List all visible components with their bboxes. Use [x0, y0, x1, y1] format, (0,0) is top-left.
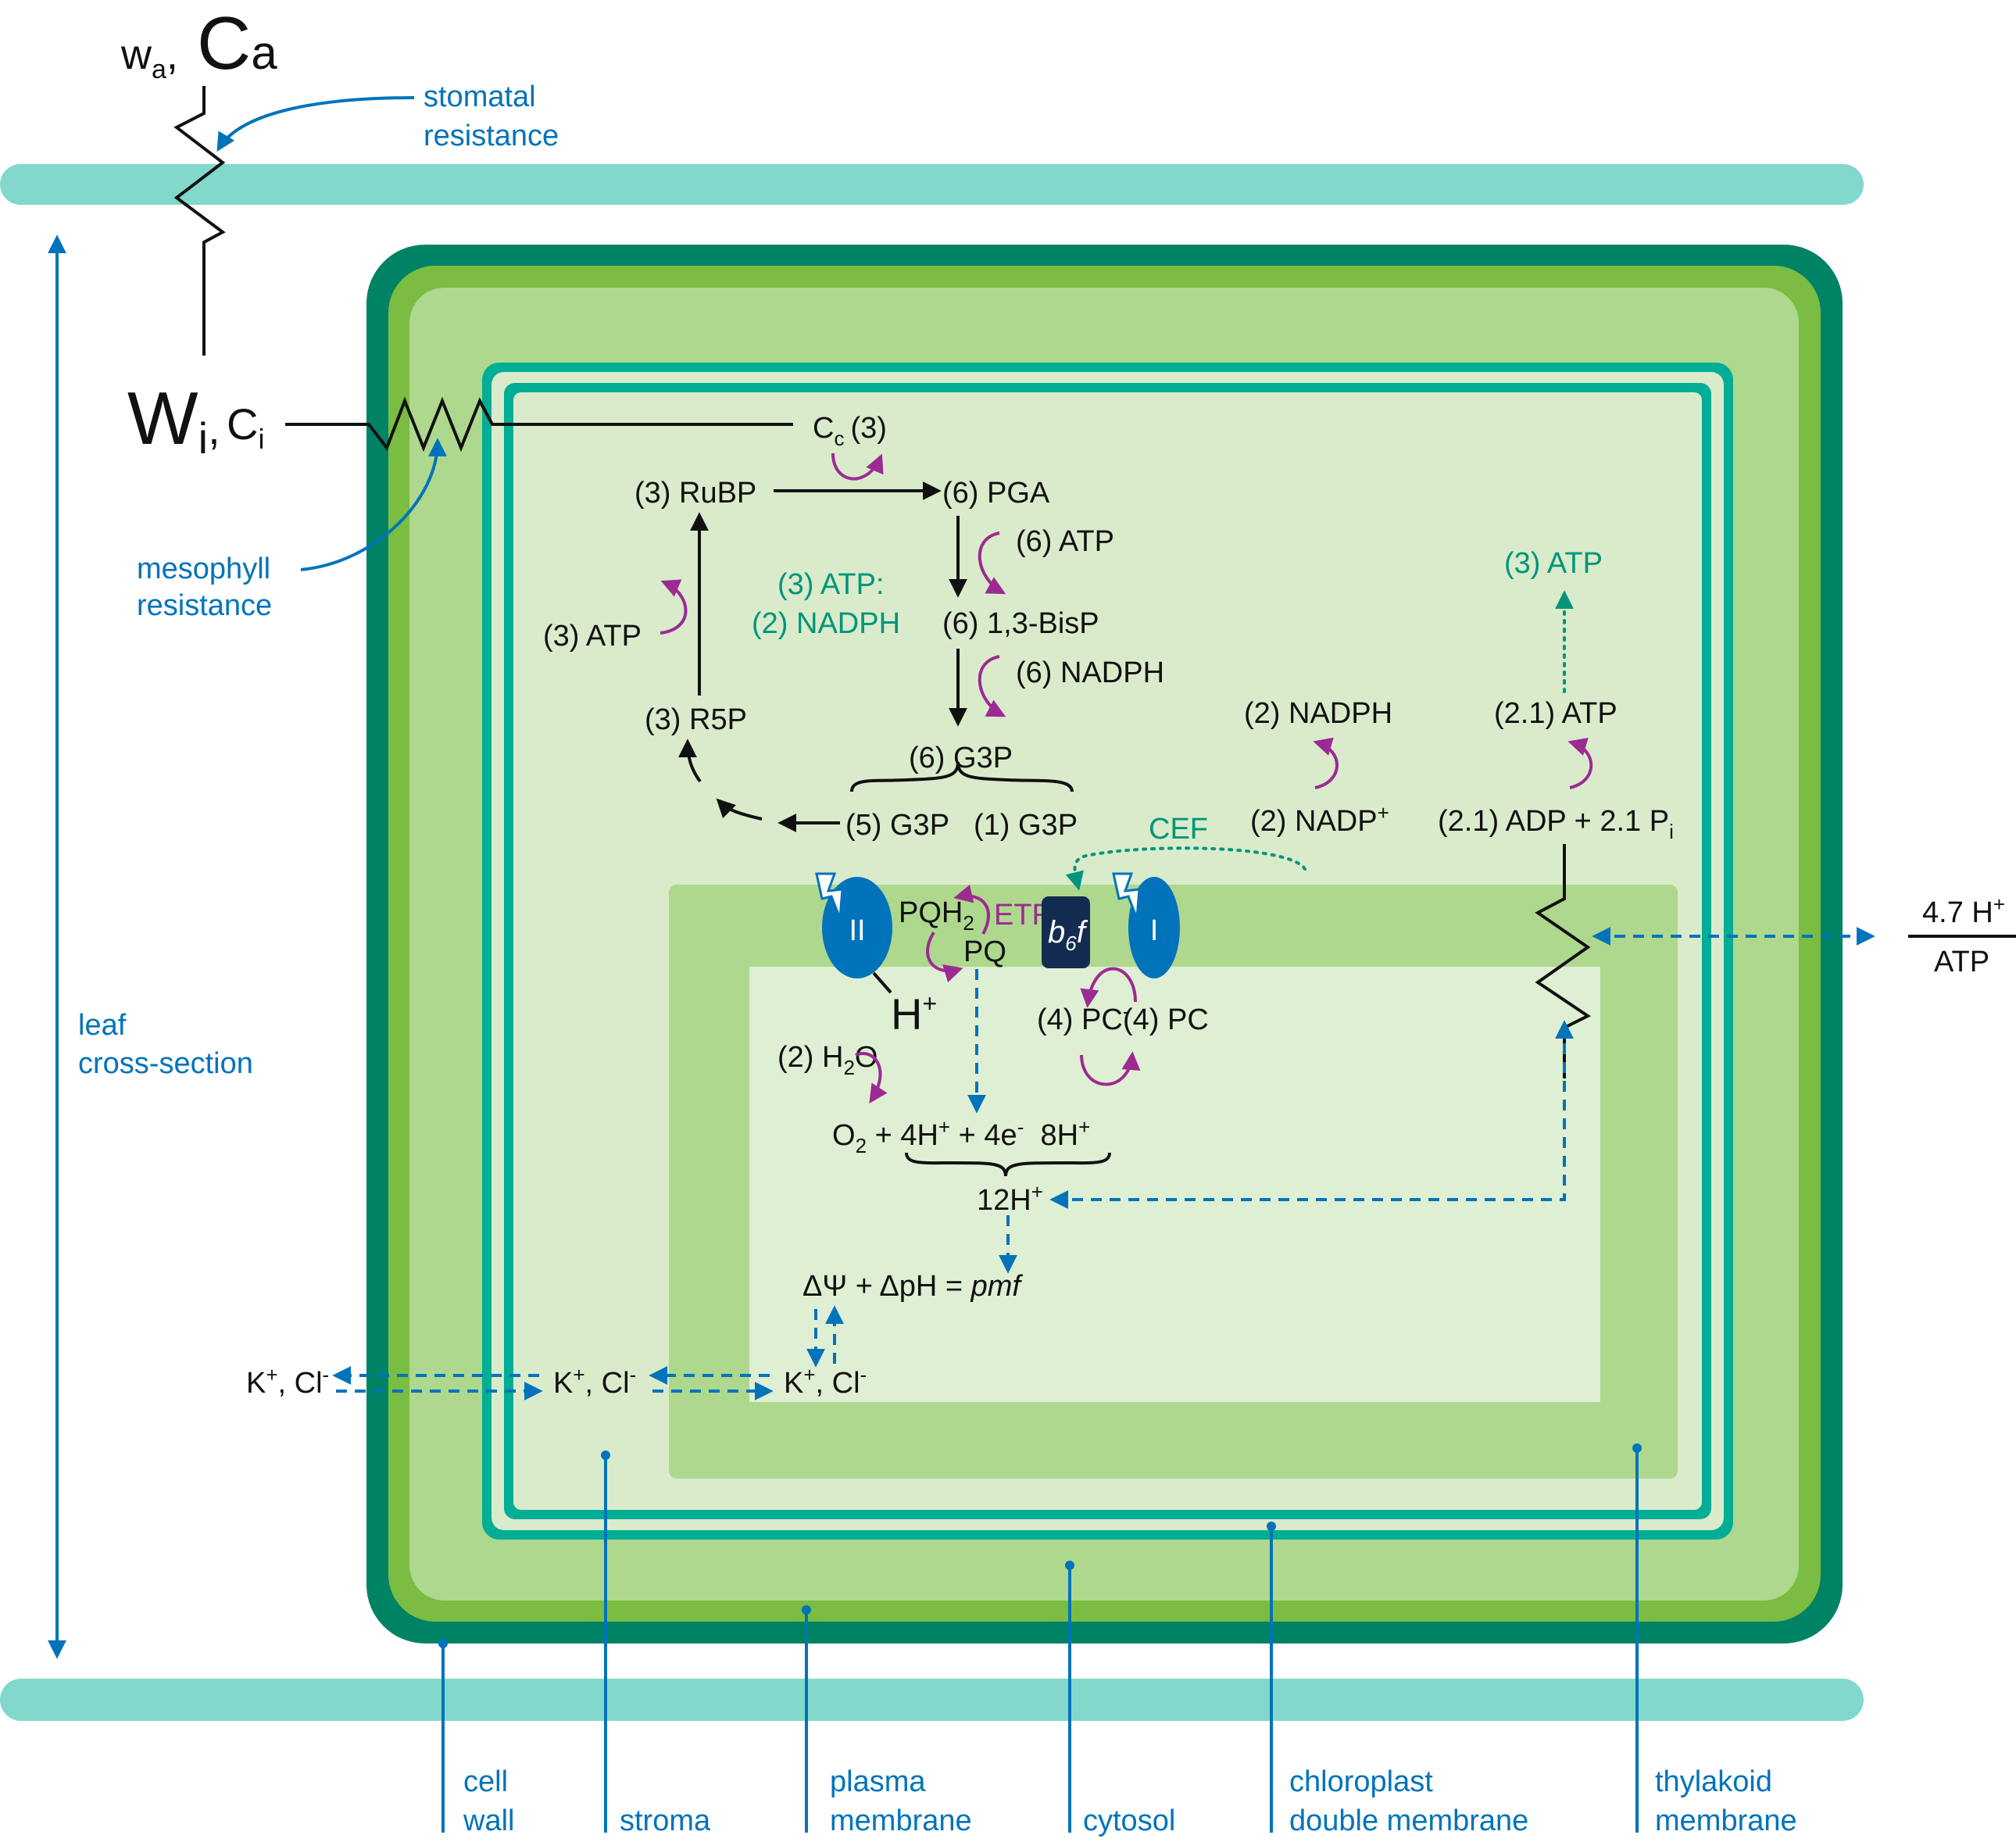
upper-leaf-surface — [0, 164, 1864, 205]
co2-fixation-arrow — [831, 452, 884, 481]
pq-label: PQ — [963, 935, 1006, 968]
ions-cytosol-label: K+, Cl- — [246, 1363, 329, 1400]
stomatal-resistance-arrow — [216, 96, 415, 152]
legend-dot-stroma — [601, 1450, 610, 1460]
atp-nadph-ratio-label: (3) ATP:(2) NADPH — [752, 568, 900, 640]
atp-6-consume-arrow — [978, 531, 1006, 595]
ratio-numerator: 4.7 H+ — [1922, 892, 2005, 929]
atp-3-consume-arrow — [659, 579, 688, 635]
cc-label: Cc(3) — [813, 412, 887, 450]
bisp-label: (6) 1,3-BisP — [942, 607, 1099, 640]
cef-label: CEF — [1149, 813, 1208, 846]
h2o-label: (2) H2O — [777, 1041, 878, 1079]
nadp-reduction-arrow — [1313, 737, 1339, 789]
nadph-2-label: (2) NADPH — [1244, 697, 1392, 730]
atmosphere-co2-label: Ca — [197, 2, 277, 85]
intercellular-water-label: Wi, — [127, 377, 220, 463]
stomatal-resistor — [173, 86, 226, 356]
g3p-brace — [850, 761, 1074, 792]
legend-dot-cytosol — [1065, 1561, 1074, 1570]
b6f-label: b6f — [1048, 915, 1088, 955]
pc-minus-label: (4) PC- — [1037, 1000, 1129, 1036]
ions-lumen-label: K+, Cl- — [784, 1363, 867, 1400]
ratio-denominator: ATP — [1934, 946, 1989, 978]
atp-21-label: (2.1) ATP — [1494, 697, 1617, 730]
psii-label: II — [849, 914, 865, 947]
psi-label: I — [1150, 914, 1159, 947]
nadph-6-consume-arrow — [978, 655, 1006, 717]
legend-dot-plasma-membrane — [802, 1605, 811, 1615]
nadp-2-label: (2) NADP+ — [1250, 801, 1389, 838]
h-plus-label: H+ — [891, 989, 937, 1039]
atp-3-label: (3) ATP — [543, 620, 642, 653]
mesophyll-resistance-arrow — [300, 438, 447, 571]
mesophyll-resistor — [285, 396, 793, 452]
g3p-1-label: (1) G3P — [974, 809, 1078, 842]
pqh2-oxidation-arrow — [926, 931, 963, 983]
atp-synthesis-arrow — [1567, 737, 1593, 789]
intercellular-co2-label: Ci — [227, 399, 264, 455]
pq-reduction-arrow — [953, 885, 990, 935]
atp-6-label: (6) ATP — [1016, 525, 1114, 558]
legend-dot-chloroplast — [1267, 1522, 1276, 1531]
psii-light-icon — [815, 872, 844, 919]
r5p-label: (3) R5P — [645, 703, 747, 736]
water-splitting-arrow — [855, 1052, 888, 1104]
h12-label: 12H+ — [977, 1180, 1043, 1217]
pc-reduction-arrow — [1080, 967, 1137, 1008]
legend-cytosol: cytosol — [1083, 1804, 1175, 1837]
atmosphere-water-label: wa, — [120, 31, 178, 84]
adp-label: (2.1) ADP + 2.1 Pi — [1438, 805, 1674, 843]
water-products-label: O2 + 4H+ + 4e- 8H+ — [832, 1115, 1090, 1157]
legend-leaders — [438, 1443, 1642, 1833]
g3p-to-r5p-curve-2 — [678, 739, 702, 783]
atp-3-out-label: (3) ATP — [1504, 547, 1603, 580]
cytochrome-b6f — [1042, 896, 1090, 968]
legend-stroma: stroma — [620, 1804, 711, 1837]
g3p-to-r5p-curve — [716, 798, 763, 821]
pqh2-label: PQH2 — [899, 896, 974, 935]
g3p-5-label: (5) G3P — [845, 809, 949, 842]
nadph-6-label: (6) NADPH — [1016, 656, 1164, 689]
psii-proton-line — [872, 971, 892, 994]
lower-leaf-surface — [0, 1679, 1864, 1721]
legend-dot-cell-wall — [438, 1639, 448, 1648]
legend-dot-thylakoid — [1632, 1443, 1642, 1453]
atp-synthase-proton-arrow — [1049, 1020, 1574, 1209]
pmf-label: ΔΨ + ΔpH = pmf — [802, 1270, 1023, 1303]
cef-arrow — [1065, 846, 1306, 891]
pc-label: (4) PC — [1123, 1003, 1209, 1036]
pga-label: (6) PGA — [942, 477, 1050, 510]
rubp-label: (3) RuBP — [634, 477, 756, 510]
psi-light-icon — [1112, 872, 1141, 919]
photosystem-i — [1128, 877, 1180, 978]
ions-stroma-label: K+, Cl- — [553, 1363, 636, 1400]
